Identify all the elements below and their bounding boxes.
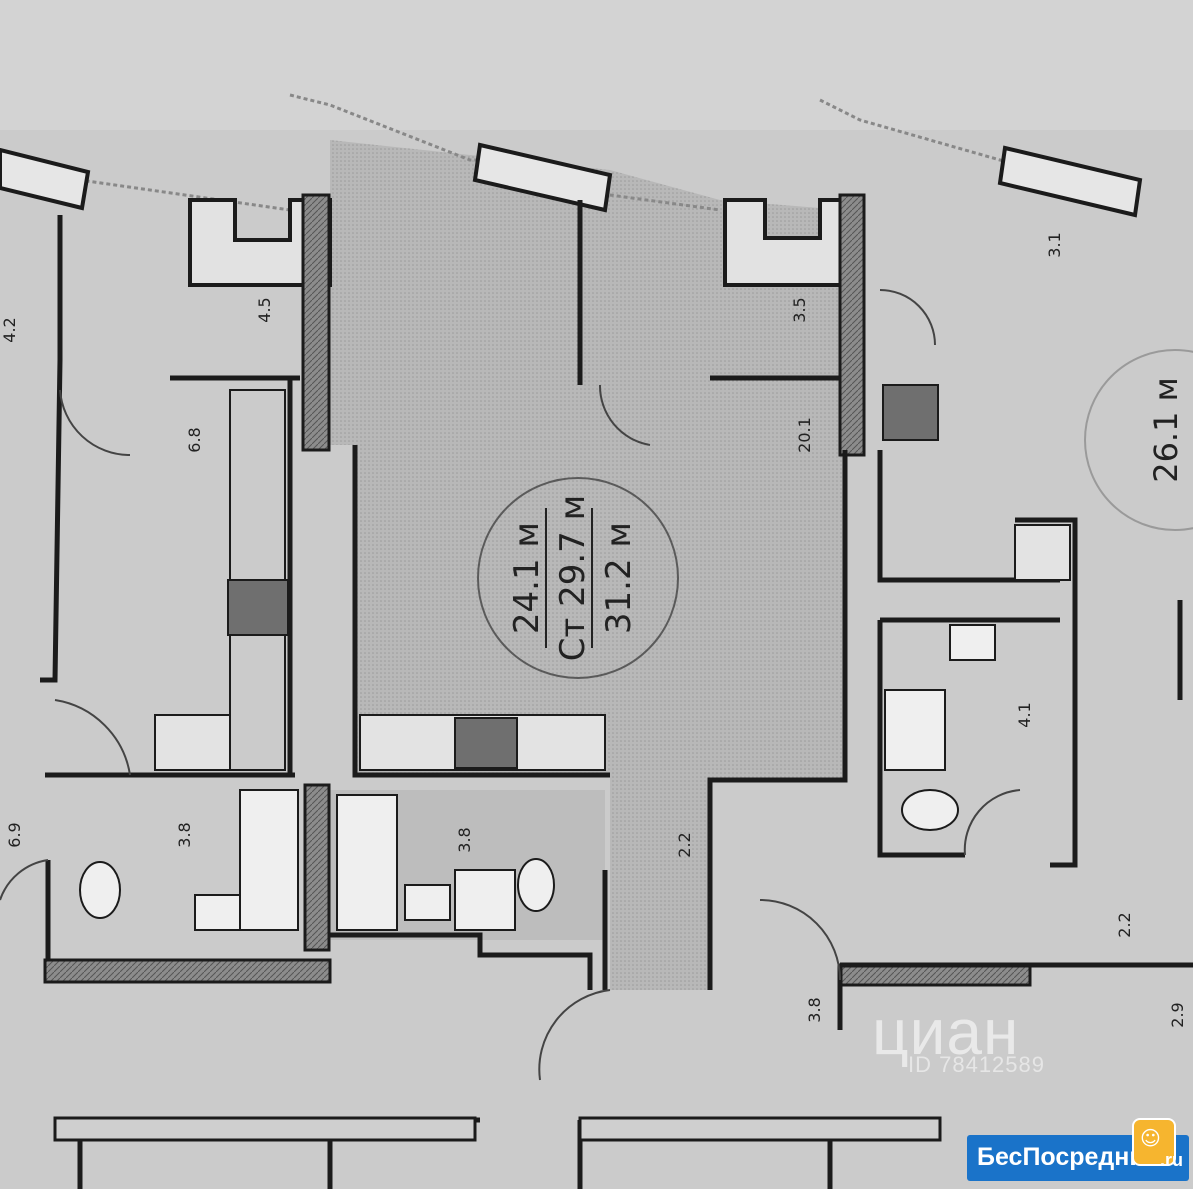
label-right-room-small: 20.1 bbox=[795, 417, 814, 453]
label-right-balcony-b: 3.1 bbox=[1045, 232, 1064, 257]
balcony-outline bbox=[289, 93, 721, 212]
face-logo-icon: ☺ bbox=[1132, 1118, 1176, 1166]
cian-id-watermark: ID 78412589 bbox=[908, 1052, 1045, 1077]
main-room-labels: 24.1 м Ст 29.7 м 31.2 м bbox=[507, 495, 639, 662]
besposrednika-tld: .ru bbox=[1160, 1150, 1184, 1170]
label-left-corridor: 4.5 bbox=[255, 297, 274, 322]
label-right-balcony-a: 3.5 bbox=[790, 297, 809, 322]
label-left-bath-a: 6.9 bbox=[5, 822, 24, 847]
label-hall: 2.2 bbox=[675, 832, 694, 857]
pier-blocks bbox=[188, 198, 862, 287]
cian-watermark: циан bbox=[872, 996, 1020, 1068]
label-far-right-b: 3.8 bbox=[805, 997, 824, 1022]
main-room-area: 24.1 м bbox=[507, 522, 547, 634]
bearing-walls bbox=[43, 193, 1032, 987]
label-left-kitchen: 6.8 bbox=[185, 427, 204, 452]
face-glyph: ☺ bbox=[1140, 1126, 1161, 1150]
room-label-circle-right bbox=[1084, 349, 1193, 531]
bath-fixtures bbox=[79, 624, 996, 931]
label-center-bath: 3.8 bbox=[455, 827, 474, 852]
kitchen-fixtures bbox=[154, 384, 1071, 771]
right-room-label-group: 26.1 м bbox=[1147, 377, 1185, 483]
main-room-total-balcony: 31.2 м bbox=[599, 522, 639, 634]
right-room-label: 26.1 м bbox=[1147, 377, 1185, 483]
label-left-bath-b: 3.8 bbox=[175, 822, 194, 847]
label-far-right-c: 2.9 bbox=[1168, 1002, 1187, 1027]
room-label-circle bbox=[477, 477, 679, 679]
small-area-labels: 4.5 6.8 6.9 3.8 3.8 3.5 3.1 20.1 4.1 2.2… bbox=[0, 232, 1187, 1027]
label-far-right-a: 2.2 bbox=[1115, 912, 1134, 937]
balcony-outline-right bbox=[819, 98, 1141, 202]
main-room-total: Ст 29.7 м bbox=[553, 495, 593, 662]
top-margin bbox=[0, 0, 1193, 130]
label-far-left: 4.2 bbox=[0, 317, 19, 342]
label-right-bath: 4.1 bbox=[1015, 702, 1034, 727]
door-swings bbox=[0, 289, 1021, 1081]
bottom-cap-walls bbox=[53, 1116, 942, 1142]
window-frames bbox=[0, 142, 1143, 218]
